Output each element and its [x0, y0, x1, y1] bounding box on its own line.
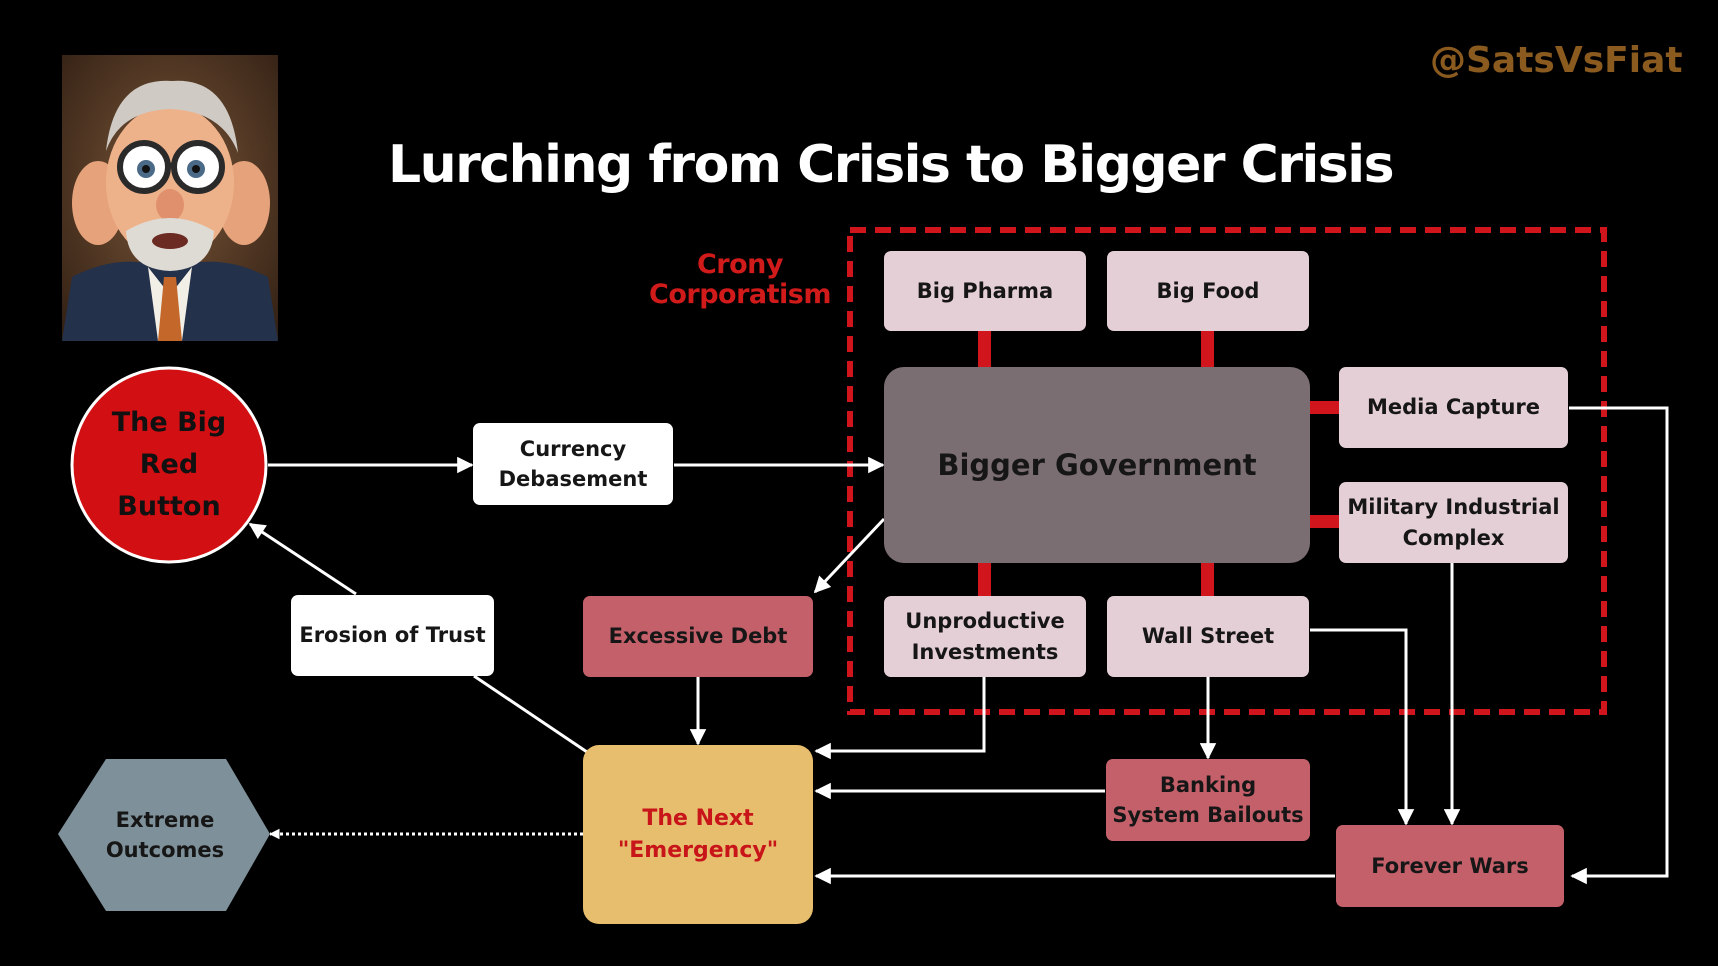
erosion-of-trust-label: Erosion of Trust — [299, 623, 486, 648]
big-food-label: Big Food — [1156, 278, 1260, 303]
banking-bailouts-box: Banking System Bailouts — [1106, 759, 1310, 841]
extreme-outcomes-hexagon — [58, 759, 270, 911]
next-emergency-label: The Next "Emergency" — [617, 805, 779, 863]
excessive-debt-label: Excessive Debt — [608, 624, 788, 649]
excessive-debt-box: Excessive Debt — [583, 596, 813, 677]
media-capture-label: Media Capture — [1366, 395, 1541, 420]
banking-bailouts-label: Banking System Bailouts — [1112, 772, 1304, 827]
big-red-button-label[interactable]: The Big Red Button — [82, 395, 256, 535]
line-emergency-to-trust — [473, 674, 591, 756]
unproductive-investments-box: Unproductive Investments — [884, 596, 1086, 677]
page-title: Lurching from Crisis to Bigger Crisis — [388, 135, 1395, 195]
next-emergency-box: The Next "Emergency" — [583, 745, 813, 924]
crony-connectors — [978, 330, 1339, 597]
wall-street-box: Wall Street — [1107, 596, 1309, 677]
forever-wars-box: Forever Wars — [1336, 825, 1564, 907]
bigger-government-label: Bigger Government — [937, 447, 1257, 482]
military-industrial-complex-box: Military Industrial Complex — [1339, 482, 1568, 563]
forever-wars-label: Forever Wars — [1371, 853, 1529, 878]
wall-street-label: Wall Street — [1141, 624, 1275, 649]
big-pharma-box: Big Pharma — [884, 251, 1086, 331]
big-red-button — [70, 366, 268, 564]
crony-corporatism-label: Crony Corporatism — [649, 249, 831, 310]
worried-man-portrait — [62, 55, 278, 341]
arrow-media-to-wars — [1569, 406, 1669, 885]
erosion-of-trust-box: Erosion of Trust — [291, 595, 494, 676]
unproductive-investments-label: Unproductive Investments — [905, 609, 1065, 664]
author-handle[interactable]: @SatsVsFiat — [1430, 40, 1683, 81]
arrow-government-to-debt — [813, 517, 886, 594]
currency-debasement-label: Currency Debasement — [498, 436, 648, 491]
arrow-unproductive-to-emergency — [814, 677, 986, 760]
military-industrial-complex-label: Military Industrial Complex — [1347, 495, 1560, 550]
extreme-outcomes-box: Extreme Outcomes — [70, 790, 260, 880]
media-capture-box: Media Capture — [1339, 367, 1568, 448]
arrow-wallstreet-to-wars — [1310, 628, 1415, 826]
worried-old-man-portrait-icon — [62, 55, 278, 341]
currency-debasement-box: Currency Debasement — [473, 423, 673, 505]
arrow-trust-to-button — [248, 522, 357, 596]
extreme-outcomes-label: Extreme Outcomes — [105, 807, 225, 862]
big-food-box: Big Food — [1107, 251, 1309, 331]
big-red-button-text: The Big Red Button — [111, 407, 227, 522]
big-pharma-label: Big Pharma — [916, 278, 1054, 303]
crony-corporatism-boundary — [847, 227, 1607, 715]
bigger-government-box: Bigger Government — [884, 367, 1310, 563]
